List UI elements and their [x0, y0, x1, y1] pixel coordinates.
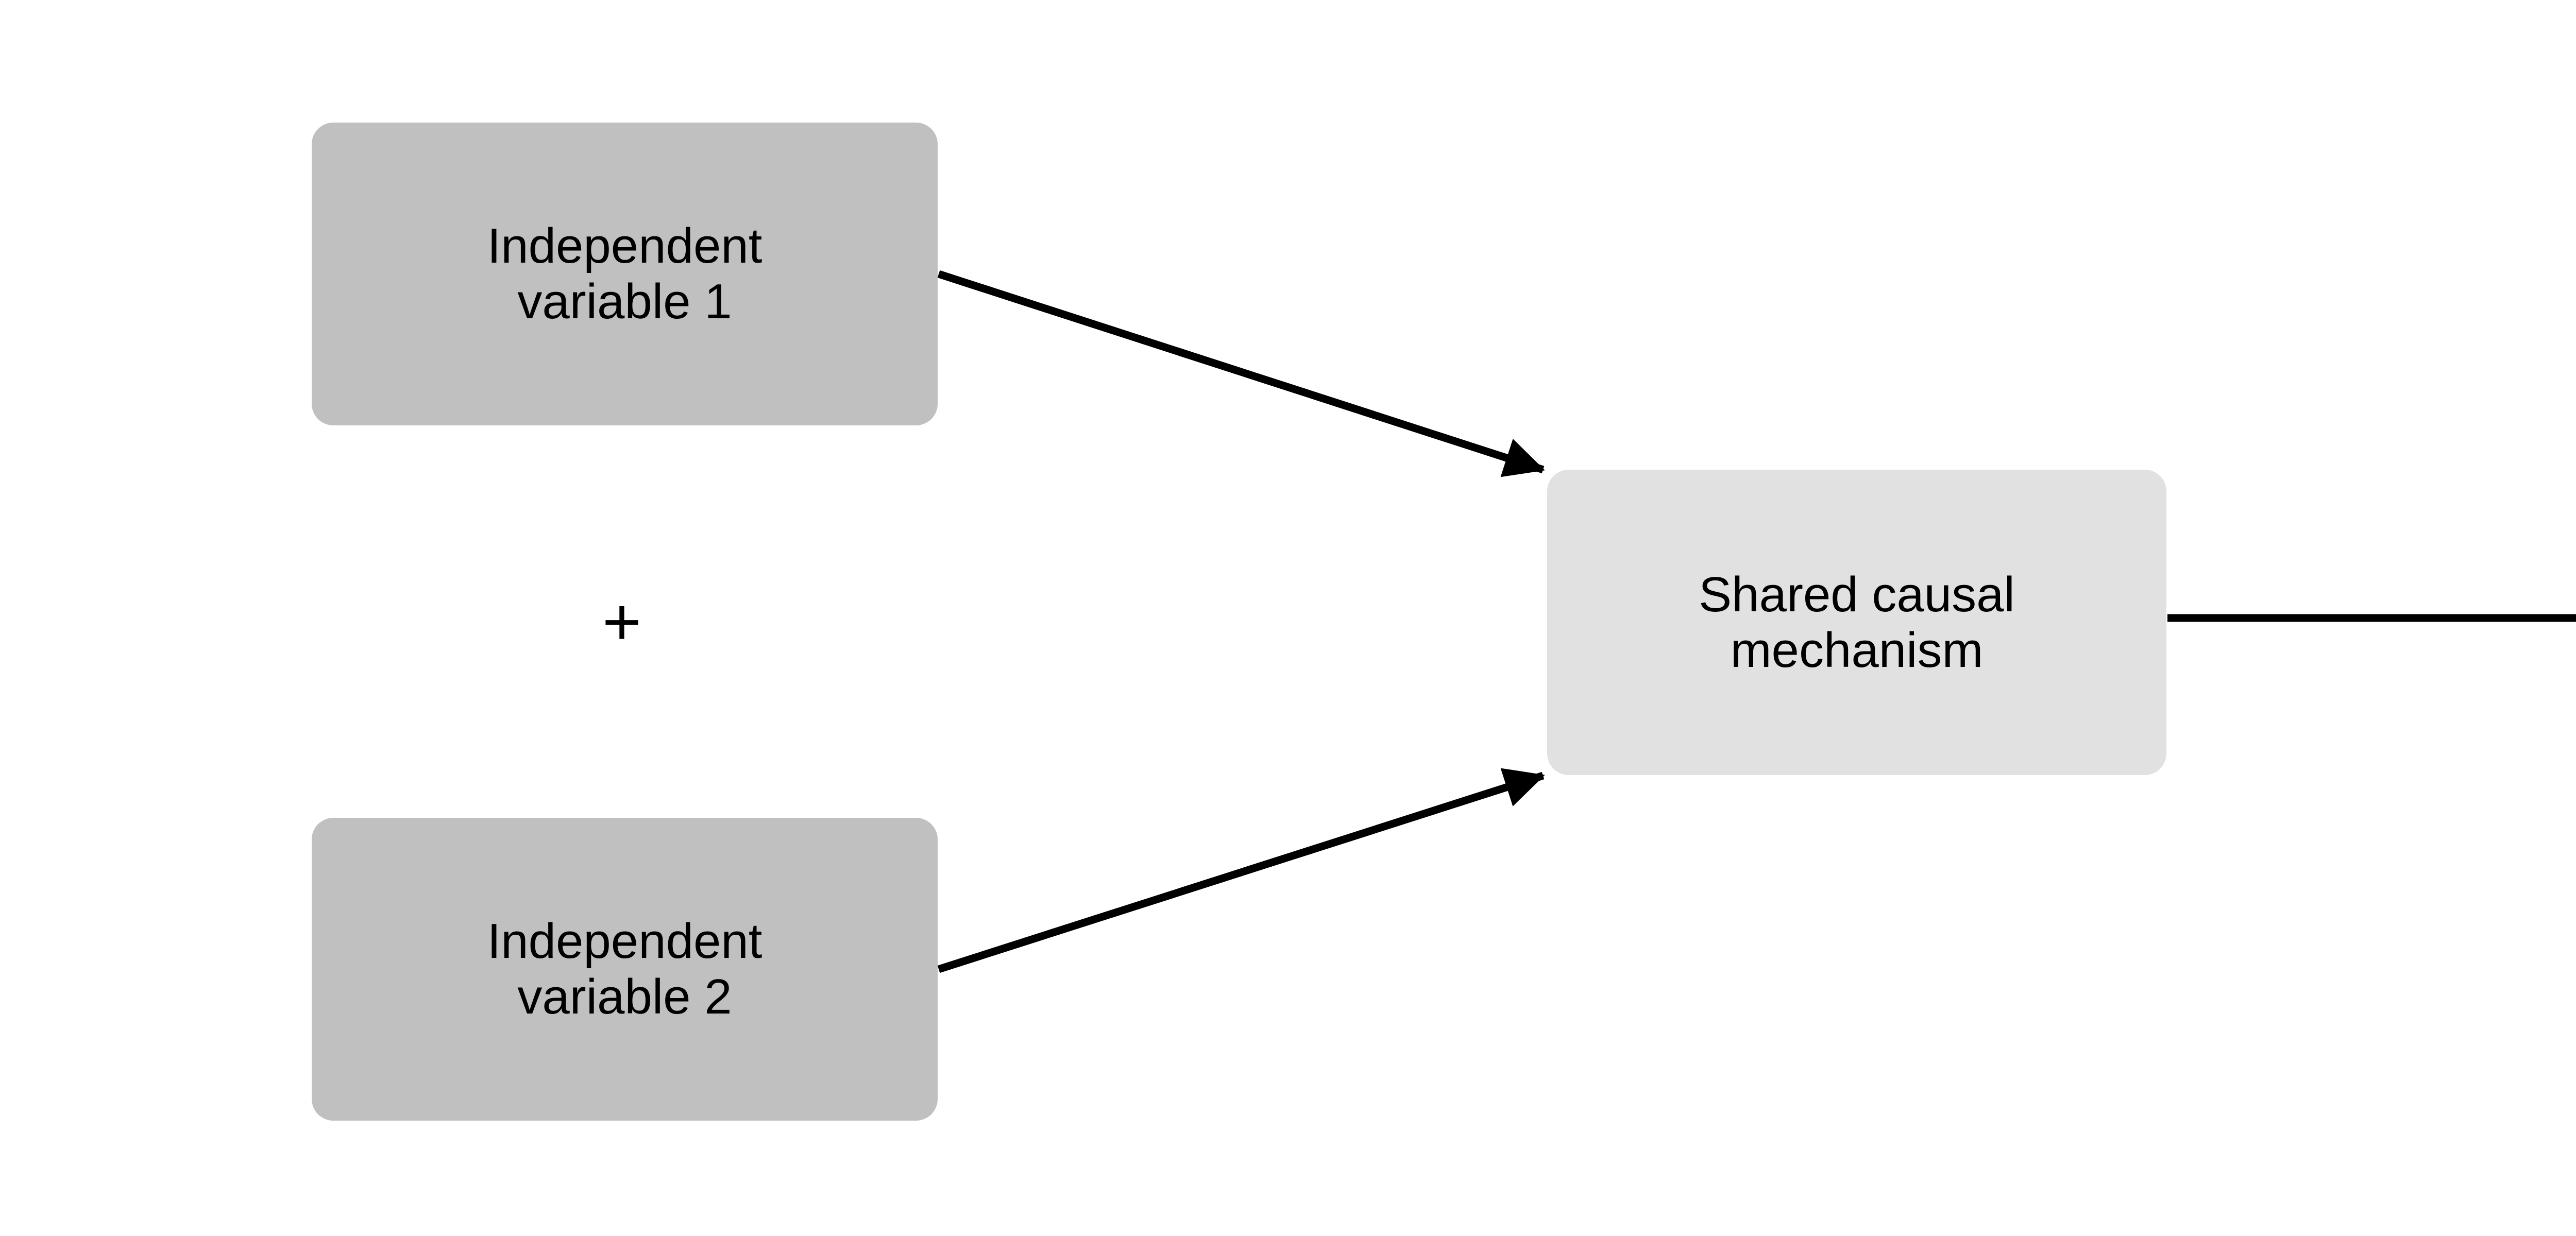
- node-independent-variable-2-label: Independent variable 2: [487, 914, 762, 1024]
- edge-iv1-to-mechanism-arrow: [937, 270, 1545, 477]
- node-independent-variable-2: Independent variable 2: [312, 818, 938, 1121]
- node-shared-causal-mechanism-label: Shared causal mechanism: [1699, 566, 2015, 678]
- node-shared-causal-mechanism: Shared causal mechanism: [1547, 470, 2166, 775]
- edge-iv2-to-mechanism-arrow: [937, 768, 1545, 973]
- plus-operator: +: [602, 584, 641, 659]
- node-independent-variable-1-label: Independent variable 1: [487, 218, 762, 329]
- node-independent-variable-1: Independent variable 1: [312, 123, 938, 425]
